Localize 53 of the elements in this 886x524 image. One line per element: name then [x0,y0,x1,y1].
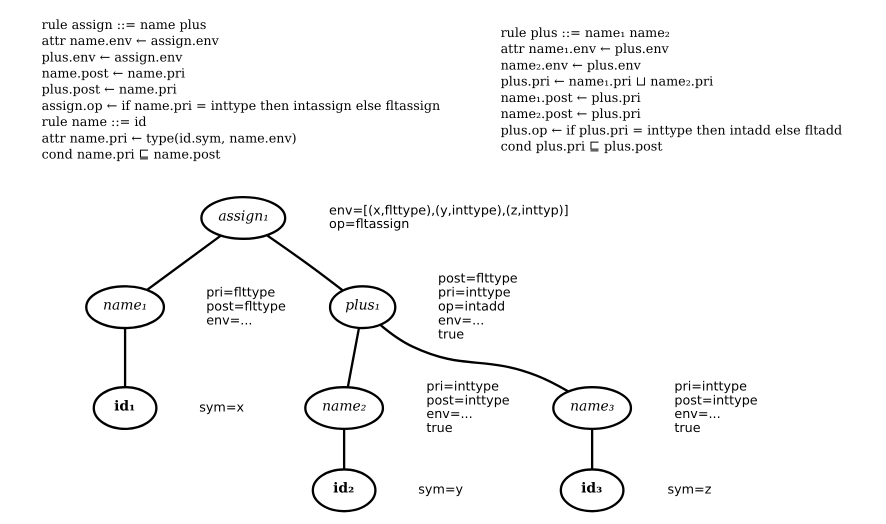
connector [379,324,568,392]
connector [123,328,126,387]
label: plus.pri ← name₁.pri ⊔ name₂.pri [500,74,713,90]
node-label: post=inttype [426,393,510,408]
label: name₂.post ← plus.pri [500,107,640,122]
label: attr name.env ← assign.env [41,34,218,50]
label: assign.op ← if name.pri = inttype then intassign else fltassign [41,98,440,114]
label: rule name ::= id [41,115,146,130]
node-label: pri=inttype [437,286,510,301]
node-ellipse: assign₁ [200,196,286,240]
node-label: true [674,421,700,436]
node-ellipse: plus₁ [328,285,396,330]
connector [342,428,345,470]
node-ellipse: name₃ [552,386,632,430]
label: plus.op ← if plus.pri = inttype then intadd else fltadd [500,123,842,138]
node-label: sym=y [418,482,463,498]
label: plus.post ← name.pri [41,82,176,98]
node-label: env=... [426,407,472,422]
label: attr name.pri ← type(id.sym, name.env) [41,131,296,146]
label: cond name.pri ⊑ name.post [41,148,220,163]
label: rule plus ::= name₁ name₂ [500,26,670,41]
connector [266,234,343,292]
node-label: env=... [437,313,484,328]
connector [146,234,221,291]
node-label: env=... [674,407,720,422]
label: rule assign ::= name plus [41,18,206,33]
node-label: op=fltassign [328,217,409,232]
label: name₂.env ← plus.env [500,58,640,74]
node-label: post=inttype [674,393,758,408]
label: name.post ← name.pri [41,66,185,82]
node-label: true [426,421,452,436]
label: name₁.post ← plus.pri [500,90,640,106]
node-label: post=flttype [437,272,518,287]
connector [346,328,360,388]
node-label: env=... [206,313,252,328]
node-label: pri=inttype [674,379,746,394]
label: cond plus.pri ⊑ plus.post [500,140,662,155]
node-label: post=flttype [206,299,286,314]
node-ellipse: name₂ [304,386,384,430]
node-ellipse: id₃ [559,468,624,512]
node-ellipse: id₁ [92,386,158,430]
node-label: sym=x [198,400,244,416]
node-ellipse: id₂ [311,468,376,512]
node-label: env=[(x,flttype),(y,inttype),(z,inttyp)] [328,203,568,218]
connector [590,428,593,470]
label: attr name₁.env ← plus.env [500,42,668,58]
label: plus.env ← assign.env [41,50,182,66]
node-label: op=intadd [437,299,505,314]
node-label: pri=inttype [426,379,498,394]
node-label: sym=z [666,482,711,498]
node-ellipse: name₁ [84,285,165,330]
node-label: true [437,327,464,342]
node-label: pri=flttype [206,286,275,301]
